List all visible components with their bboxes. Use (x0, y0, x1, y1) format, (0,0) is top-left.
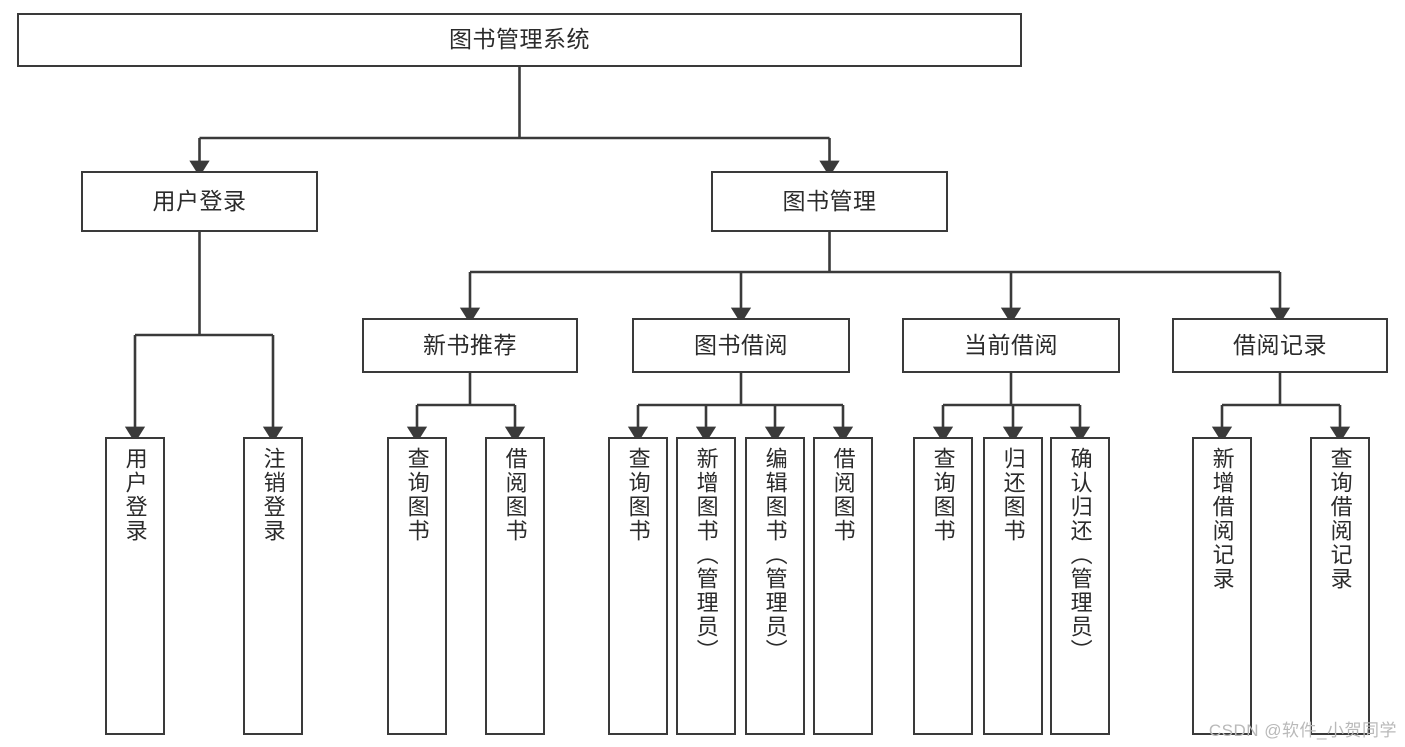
node-leaf-user-login[interactable]: 用户登录 (105, 437, 165, 735)
node-label: 借阅图书 (502, 447, 528, 543)
node-label: 借阅图书 (830, 447, 856, 543)
node-label: 确认归还（管理员） (1067, 447, 1093, 663)
node-leaf-query-books-borrow[interactable]: 查询图书 (608, 437, 668, 735)
node-label: 新增借阅记录 (1209, 447, 1235, 591)
node-label: 图书借阅 (694, 331, 788, 358)
node-label: 用户登录 (152, 187, 247, 214)
node-leaf-borrow-books[interactable]: 借阅图书 (813, 437, 873, 735)
node-label: 当前借阅 (964, 331, 1058, 358)
node-label: 图书管理 (782, 187, 877, 214)
node-leaf-query-books-current[interactable]: 查询图书 (913, 437, 973, 735)
node-root-book-management-system[interactable]: 图书管理系统 (17, 13, 1022, 67)
node-leaf-logout[interactable]: 注销登录 (243, 437, 303, 735)
node-leaf-query-books-recommend[interactable]: 查询图书 (387, 437, 447, 735)
node-book-borrow[interactable]: 图书借阅 (632, 318, 850, 373)
node-label: 编辑图书（管理员） (762, 447, 788, 663)
node-borrow-records[interactable]: 借阅记录 (1172, 318, 1388, 373)
node-label: 新增图书（管理员） (693, 447, 719, 663)
node-leaf-add-book-admin[interactable]: 新增图书（管理员） (676, 437, 736, 735)
node-leaf-edit-book-admin[interactable]: 编辑图书（管理员） (745, 437, 805, 735)
node-user-login[interactable]: 用户登录 (81, 171, 318, 232)
node-new-book-recommend[interactable]: 新书推荐 (362, 318, 578, 373)
node-label: 注销登录 (260, 447, 286, 543)
node-label: 新书推荐 (423, 331, 517, 358)
node-leaf-borrow-books-recommend[interactable]: 借阅图书 (485, 437, 545, 735)
node-label: 查询图书 (404, 447, 430, 543)
node-label: 借阅记录 (1233, 331, 1327, 358)
node-leaf-add-borrow-record[interactable]: 新增借阅记录 (1192, 437, 1252, 735)
node-leaf-query-borrow-record[interactable]: 查询借阅记录 (1310, 437, 1370, 735)
watermark-text: CSDN @软件_小贺同学 (1208, 721, 1397, 740)
node-label: 归还图书 (1000, 447, 1026, 543)
node-label: 查询借阅记录 (1327, 447, 1353, 591)
node-leaf-confirm-return-admin[interactable]: 确认归还（管理员） (1050, 437, 1110, 735)
node-current-borrow[interactable]: 当前借阅 (902, 318, 1120, 373)
node-label: 图书管理系统 (449, 26, 590, 53)
node-label: 查询图书 (930, 447, 956, 543)
node-label: 查询图书 (625, 447, 651, 543)
node-label: 用户登录 (122, 447, 148, 543)
node-book-management[interactable]: 图书管理 (711, 171, 948, 232)
node-leaf-return-books[interactable]: 归还图书 (983, 437, 1043, 735)
